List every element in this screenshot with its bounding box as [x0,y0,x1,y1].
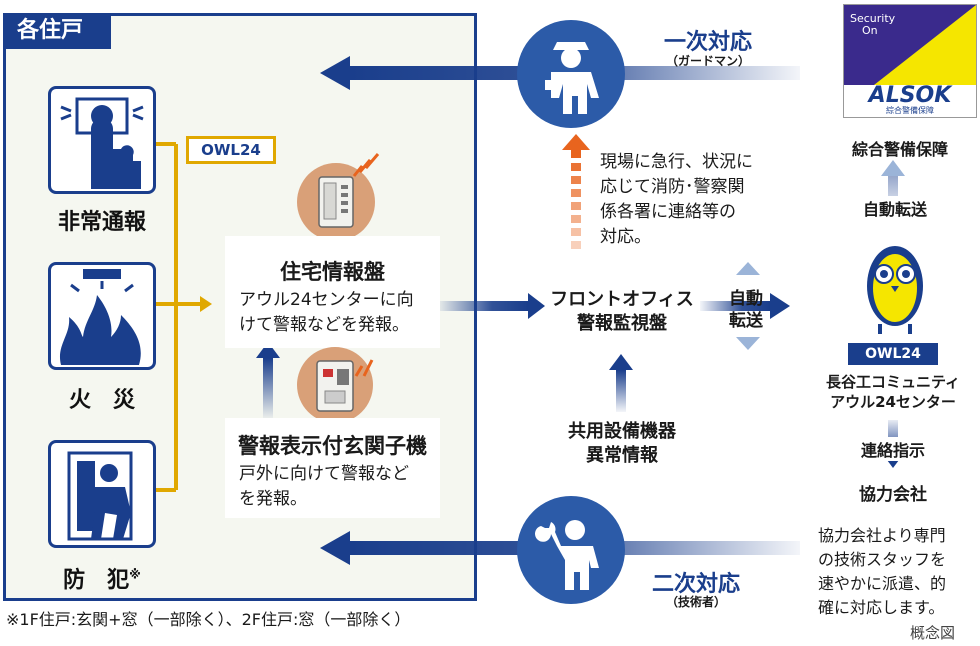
auto-transfer-right-label: 自動転送 [840,196,950,220]
alert-spark-icon [352,153,380,177]
secondary-response-sub: （技術者） [665,595,726,609]
panel-title: 各住戸 [3,13,111,49]
fire-label: 火 災 [68,388,135,413]
entrance-desc: 戸外に向けて警報など を発報。 [239,462,439,512]
guard-icon [545,42,599,114]
secondary-response-title: 二次対応 [651,572,740,597]
entrance-desc-line2: を発報。 [239,489,307,509]
auto-transfer-mid-line2: 転送 [729,311,763,331]
entrance-device-circle [297,347,373,423]
intruder-icon [67,451,133,541]
front-office-line1: フロントオフィス [550,289,694,310]
to-alsok-arrowhead [881,160,905,176]
to-alsok-bar [888,172,898,216]
shared-equipment-line2: 異常情報 [586,445,658,466]
partner-desc-line4: 確に対応します。 [818,598,945,617]
intercom-device-icon [318,176,354,228]
dispatch-note-line3: 係各署に連絡等の [600,202,736,222]
technician-icon [535,520,599,590]
house-panel-title: 住宅情報盤 [280,260,385,284]
emergency-call-label: 非常通報 [57,210,146,235]
primary-response-title: 一次対応 [663,30,752,55]
gold-connector [156,142,200,492]
alsok-badge-text: Security On [850,13,895,37]
house-panel-desc-line1: アウル24センターに向 [239,290,414,310]
alsok-badge-shape [844,5,976,85]
emergency-call-icon-box [48,86,156,194]
entrance-desc-line1: 戸外に向けて警報など [239,464,409,484]
footnote: ※1F住戸:玄関+窓（一部除く）、2F住戸:窓（一部除く） [6,610,411,629]
shared-up-bar [616,370,626,412]
fire-icon-box [48,262,156,370]
house-panel-box: 住宅情報盤 アウル24センターに向 けて警報などを発報。 [225,236,440,348]
dispatch-note-line1: 現場に急行、状況に [600,152,753,172]
alsok-wordmark-sub: 綜合警備保障 [886,106,934,115]
entrance-box: 警報表示付玄関子機 戸外に向けて警報など を発報。 [225,418,440,518]
to-front-office-bar [438,301,528,311]
crime-prevention-label: 防 犯※ [40,562,164,594]
auto-transfer-deco-bottom [736,337,760,350]
owl-center-name: 長谷工コミュニティ アウル24センター [806,372,980,412]
partner-desc-line2: の技術スタッフを [818,550,947,569]
contact-instruction-label: 連絡指示 [840,437,946,461]
partner-desc-line1: 協力会社より専門 [818,526,946,545]
shared-equipment-line1: 共用設備機器 [568,421,676,442]
primary-response-sub: （ガードマン） [665,54,750,68]
concept-label: 概念図 [910,624,956,642]
partner-title: 協力会社 [859,485,927,505]
owl-center-line1: 長谷工コミュニティ [825,373,961,391]
dispatch-note: 現場に急行、状況に 応じて消防･警察関 係各署に連絡等の 対応。 [600,150,780,250]
alsok-badge-line1: Security [850,12,896,25]
entrance-title: 警報表示付玄関子機 [238,434,427,458]
owl24-tag: OWL24 [186,136,276,164]
shared-equipment-label: 共用設備機器 異常情報 [548,420,696,468]
primary-arrowhead [320,56,350,90]
dispatch-note-line4: 対応。 [600,227,651,247]
secondary-arrowhead [320,531,350,565]
entrance-unit-icon [316,360,354,412]
shared-up-arrowhead [609,354,633,370]
front-office-label: フロントオフィス 警報監視盤 [548,288,696,336]
to-front-office-arrowhead [528,293,545,319]
front-office-line2: 警報監視盤 [577,313,667,334]
auto-transfer-mid-label: 自動 転送 [718,288,774,332]
entrance-alert-icon [354,359,374,377]
guard-circle [517,20,625,128]
auto-transfer-deco-top [736,262,760,275]
auto-transfer-arrowhead [770,293,790,319]
partner-desc: 協力会社より専門 の技術スタッフを 速やかに派遣、的 確に対応します。 [818,524,980,620]
gold-arrowhead [200,296,212,312]
auto-transfer-mid-line1: 自動 [729,289,763,309]
fire-icon [59,269,141,365]
house-panel-device-circle [297,163,375,241]
alsok-caption: 綜合警備保障 [851,140,948,159]
entrance-up-bar [263,358,273,418]
technician-circle [517,496,625,604]
owl-mascot-icon [867,246,923,334]
owl-center-line2: アウル24センター [830,393,956,411]
auto-transfer-bar [700,301,770,311]
crime-prevention-text: 防 犯 [63,568,130,593]
house-panel-desc-line2: けて警報などを発報。 [239,315,409,335]
emergency-call-icon [60,97,144,189]
alsok-logo: Security On ALSOK 綜合警備保障 [843,4,977,118]
dispatch-arrow [562,134,590,249]
dispatch-note-line2: 応じて消防･警察関 [600,177,745,197]
owl24-center-tag: OWL24 [848,343,938,365]
entrance-up-arrowhead [256,342,280,358]
alsok-badge-line2: On [862,24,878,37]
footnote-mark: ※ [129,567,141,582]
alsok-wordmark: ALSOK [868,83,952,108]
crime-prevention-icon-box [48,440,156,548]
house-panel-desc: アウル24センターに向 けて警報などを発報。 [239,288,439,338]
partner-desc-line3: 速やかに派遣、的 [818,574,947,593]
